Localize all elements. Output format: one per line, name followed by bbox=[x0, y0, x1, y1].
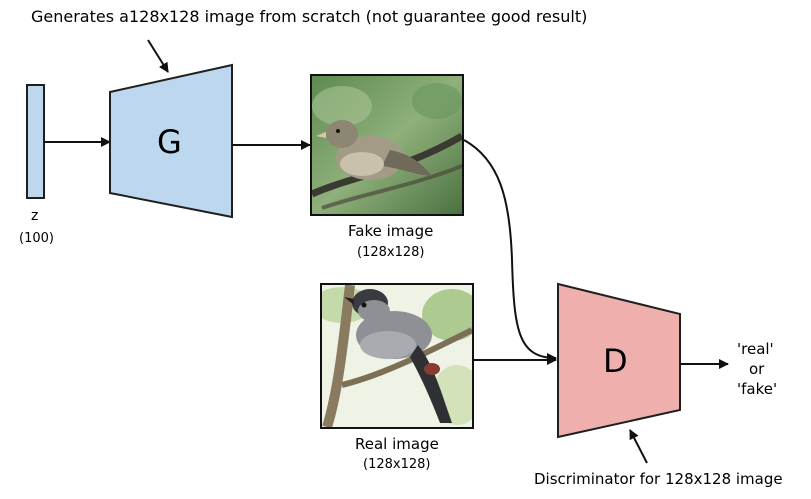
z-dimension: (100) bbox=[19, 231, 54, 246]
z-label: z bbox=[31, 208, 39, 224]
fake-bird-image bbox=[312, 76, 462, 214]
output-or: or bbox=[749, 360, 765, 378]
real-image-label: Real image bbox=[355, 435, 439, 453]
fake-image bbox=[310, 74, 464, 216]
real-bird-image bbox=[322, 285, 472, 427]
z-vector-bar bbox=[26, 84, 45, 199]
discriminator-note: Discriminator for 128x128 image bbox=[534, 470, 783, 488]
generator-label: G bbox=[157, 123, 182, 161]
output-real: 'real' bbox=[737, 340, 774, 358]
real-image bbox=[320, 283, 474, 429]
note-arrow-discriminator bbox=[629, 429, 648, 464]
output-fake: 'fake' bbox=[737, 380, 778, 398]
discriminator-block bbox=[557, 282, 681, 439]
fake-image-size: (128x128) bbox=[357, 245, 425, 260]
note-arrow-generator bbox=[147, 39, 169, 73]
discriminator-label: D bbox=[603, 342, 628, 380]
generator-note: Generates a128x128 image from scratch (n… bbox=[31, 7, 588, 26]
real-image-size: (128x128) bbox=[363, 457, 431, 472]
fake-image-label: Fake image bbox=[348, 222, 434, 240]
generator-block bbox=[109, 63, 233, 219]
arrow-fake-to-discriminator bbox=[463, 139, 557, 363]
